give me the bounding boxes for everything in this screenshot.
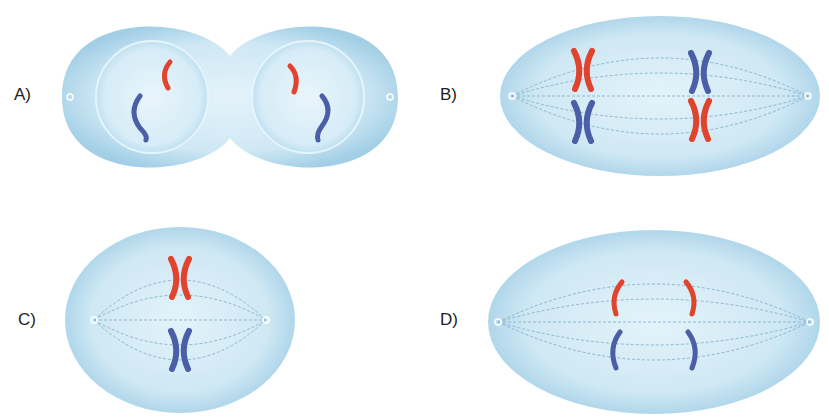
chromosome: [318, 96, 329, 140]
chromosome: [171, 331, 189, 369]
spindle-fibers: [512, 58, 808, 134]
panel-letter: C): [18, 311, 36, 330]
chromatid: [688, 332, 695, 368]
centrosome: [263, 317, 269, 323]
chromosome: [134, 96, 146, 140]
panel-letter: A): [14, 86, 31, 105]
dividing-cell: [62, 26, 398, 167]
chromatid: [686, 282, 694, 314]
chromosome: [171, 259, 189, 297]
chromosome: [691, 101, 709, 139]
chromosome: [164, 62, 170, 88]
chromosome: [574, 103, 592, 141]
centrosome: [509, 93, 515, 99]
centrosome: [805, 93, 811, 99]
panel-letter: B): [440, 86, 457, 105]
chromosome: [290, 66, 296, 92]
spindle-fibers: [94, 280, 266, 360]
chromatid: [614, 282, 622, 314]
cell: [488, 230, 820, 414]
centrosome: [807, 319, 813, 325]
nucleus: [252, 41, 364, 153]
cell: [500, 16, 820, 176]
centrosome: [495, 319, 501, 325]
centrosome: [91, 317, 97, 323]
panel-letter: D): [440, 311, 458, 330]
spindle-fibers: [498, 284, 810, 360]
chromosome: [691, 53, 709, 91]
cell: [65, 227, 295, 413]
centrosome: [387, 94, 393, 100]
chromosome: [574, 51, 592, 89]
nucleus: [96, 41, 208, 153]
centrosome: [67, 94, 73, 100]
chromatid: [613, 332, 620, 368]
